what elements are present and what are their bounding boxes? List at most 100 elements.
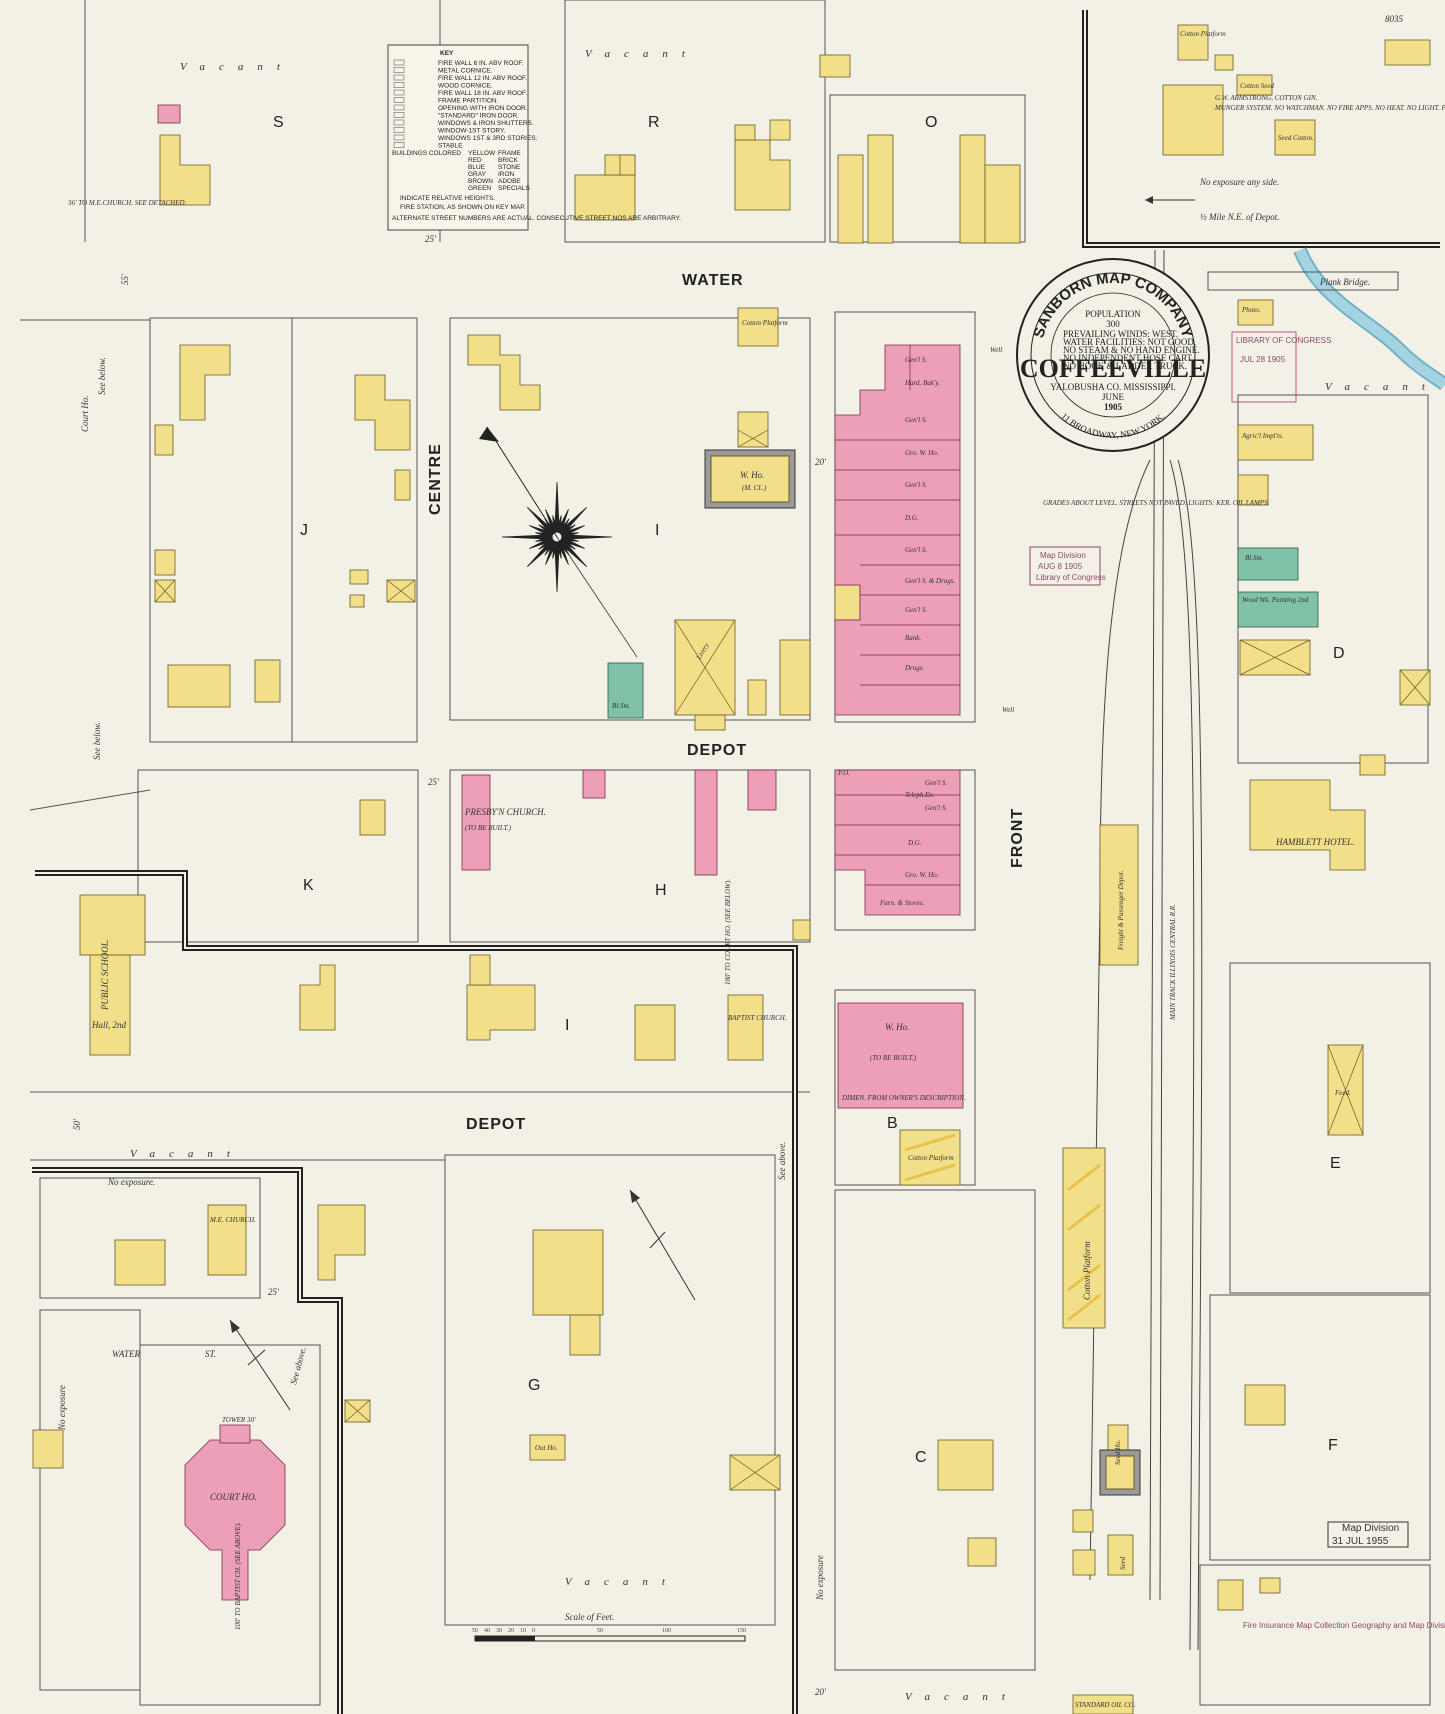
gin-outbuilding: [1214, 54, 1234, 71]
dwelling-r2: [574, 174, 636, 221]
key-color-name: YELLOW: [468, 150, 496, 157]
street-water-lower: WATER: [112, 1349, 141, 1359]
dwelling-s1: [159, 134, 211, 206]
dim-20-lower: 20': [815, 1687, 827, 1697]
title-seal: SANBORN MAP COMPANY 11 BROADWAY, NEW YOR…: [1016, 258, 1210, 452]
gin-notes: MUNGER SYSTEM. NO WATCHMAN. NO FIRE APPS…: [1214, 104, 1445, 112]
key-color-material: SPECIALS: [498, 185, 530, 192]
stamp-md-date: AUG 8 1905: [1038, 562, 1083, 571]
scale-rule-fill: [475, 1636, 535, 1641]
standard-oil-label: STANDARD OIL CO.: [1075, 1701, 1136, 1709]
seal-population: 300: [1106, 319, 1120, 329]
misc-labels: Vacant Vacant Vacant Vacant Vacant Vacan…: [57, 48, 1425, 1703]
key-symbol: [393, 112, 405, 118]
stable-i1: [737, 411, 769, 448]
key-color-name: RED: [468, 157, 482, 164]
front-store-label: Bank.: [905, 634, 921, 642]
block-letter-i-lower: I: [565, 1017, 569, 1034]
scale-tick: 50: [597, 1628, 603, 1634]
stable-crosses: [154, 429, 1431, 1491]
seal-year: 1905: [1104, 402, 1123, 412]
key-color-name: GREEN: [468, 185, 491, 192]
key-item: WINDOWS & IRON SHUTTERS.: [438, 120, 534, 127]
stamp-map-division: [1029, 546, 1101, 586]
gro-to-be-built: [582, 769, 606, 799]
dim-20-upper: 20': [815, 457, 827, 467]
blacksmith-i-label: Bl.Sm.: [612, 702, 631, 710]
court-tower: [219, 1424, 251, 1444]
store-o4: [984, 164, 1021, 244]
plank-bridge-label: Plank Bridge.: [1319, 277, 1370, 287]
no-exposure-top: No exposure.: [107, 1177, 155, 1187]
front-store-label: Gen'l S.: [905, 416, 927, 424]
front-store-label: Gen'l S.: [905, 546, 927, 554]
iron-building-c-inner: [1105, 1455, 1135, 1490]
baptist-church: [727, 994, 764, 1061]
seed-ho-label: Seed Ho.: [1114, 1439, 1122, 1465]
scale-tick: 100: [662, 1628, 671, 1634]
gin-seed-cotton-label: Seed Cotton.: [1278, 134, 1314, 142]
seal-note: NO STEAM & NO HAND ENGINE.: [1063, 345, 1200, 355]
key-item: FIRE WALL 12 IN. ABV ROOF.: [438, 75, 527, 82]
front-store-label: Gro. W. Ho.: [905, 449, 939, 457]
blacksmith-i: [607, 662, 644, 719]
dim-25-water: 25': [425, 234, 437, 244]
map-key: KEY FIRE WALL 6 IN. ABV ROOF.METAL CORNI…: [387, 44, 681, 231]
seal-month: JUNE: [1102, 392, 1125, 402]
vacant-top-left: Vacant: [180, 61, 294, 73]
street-water: WATER: [682, 272, 744, 289]
public-school: [89, 954, 131, 1056]
warehouse-upper-sub: (M. CL.): [742, 484, 767, 492]
wood-wk-label: Wood Wk. Painting 2nd: [1242, 596, 1309, 604]
key-symbol: [393, 74, 405, 81]
barber-h: [747, 769, 777, 811]
dwelling-c1: [937, 1439, 994, 1491]
agri-implts: [1237, 424, 1314, 461]
north-arrow-me: [229, 1319, 291, 1411]
w-ho-lower-label: W. Ho.: [885, 1022, 909, 1032]
seed-small: [1107, 1534, 1134, 1576]
building-labels: PRESBY'N CHURCH. (TO BE BUILT.) PUBLIC S…: [91, 306, 1354, 1709]
out-ho: [529, 1434, 566, 1461]
stamp-map-division-lower: [1327, 1521, 1409, 1548]
key-color-name: GRAY: [468, 171, 487, 178]
grades-note: GRADES ABOUT LEVEL. STREETS NOT PAVED. L…: [1043, 499, 1270, 507]
key-box: [387, 44, 529, 231]
freight-depot: [1099, 824, 1139, 966]
cotton-platform-upper: [737, 307, 779, 347]
key-symbol: [393, 104, 405, 111]
key-symbol: [393, 142, 405, 148]
vacant-g: Vacant: [565, 1576, 679, 1588]
key-symbol: [393, 89, 405, 96]
well-lower: Well: [1002, 706, 1014, 714]
stamp-mdl-date: 31 JUL 1955: [1332, 1536, 1389, 1547]
w-ho-lower-descr: DIMEN. FROM OWNER'S DESCRIPTION.: [841, 1094, 966, 1102]
cotton-platform-hatch: [904, 1133, 1101, 1322]
scale-tick: 50: [472, 1628, 478, 1634]
key-symbol: [393, 97, 405, 103]
creek-inner: [1295, 248, 1445, 389]
dwelling-j2: [354, 374, 411, 451]
wood-wk-painting: [1237, 591, 1319, 628]
cotton-platform-long-label: Cotton Platform: [1082, 1241, 1092, 1300]
see-below-lower: See below.: [92, 722, 102, 760]
outbuilding-il1: [469, 954, 491, 986]
court-ho-upper-note: 180' TO COURT HO. (SEE BELOW).: [724, 879, 732, 985]
key-item: METAL CORNICE.: [438, 68, 493, 75]
gro-i: [779, 639, 811, 716]
standard-oil: [1072, 1694, 1134, 1714]
hamblett-hotel: [1249, 779, 1366, 871]
key-color-material: FRAME: [498, 150, 521, 157]
seal-county: YALOBUSHA CO. MISSISSIPPI.: [1050, 382, 1176, 392]
scale-tick: 150: [737, 1628, 746, 1634]
key-item: FIRE WALL 6 IN. ABV ROOF.: [438, 60, 524, 67]
gin-distance: ½ Mile N.E. of Depot.: [1200, 212, 1280, 222]
gin-cotton-seed: [1236, 74, 1273, 96]
key-title: KEY: [440, 50, 454, 57]
dwelling-il1: [299, 964, 336, 1031]
dim-25-lower: 25': [268, 1287, 280, 1297]
stamp-copyright: [1231, 331, 1297, 403]
gin-cotton-seed-label: Cotton Seed: [1240, 82, 1275, 90]
key-item: OPENING WITH IRON DOOR.: [438, 105, 528, 112]
